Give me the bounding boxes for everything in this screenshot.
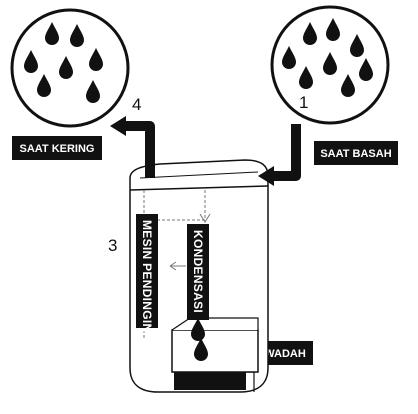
droplet-icon xyxy=(323,52,337,75)
droplet-icon xyxy=(282,46,296,69)
dry-air-arrow xyxy=(110,116,155,178)
droplet-icon xyxy=(59,56,73,79)
label-wet-air: SAAT BASAH xyxy=(314,141,398,165)
droplet-icons-dry xyxy=(24,22,103,103)
droplet-icon xyxy=(24,50,38,73)
internal-arrow-down xyxy=(199,213,211,223)
droplet-icon xyxy=(326,18,340,41)
droplet-icon xyxy=(70,24,84,47)
step-number-1: 1 xyxy=(299,93,308,112)
droplet-icon xyxy=(86,80,100,103)
condensation-label: KONDENSASI xyxy=(191,230,205,313)
condensation-unit: KONDENSASI xyxy=(187,224,209,341)
wet-air-arrow xyxy=(258,124,301,186)
step-number-4: 4 xyxy=(132,95,141,114)
droplet-icon xyxy=(350,34,364,57)
droplet-icon xyxy=(89,48,103,71)
internal-arrow-left xyxy=(169,261,186,271)
dry-air-circle xyxy=(10,8,130,128)
droplet-icon xyxy=(194,338,208,361)
label-dry-air-text: SAAT KERING xyxy=(20,143,95,155)
label-dry-air: SAAT KERING xyxy=(12,136,102,160)
droplet-icon xyxy=(299,66,313,89)
cooling-engine-label: MESIN PENDINGIN xyxy=(140,220,154,333)
wet-air-circle xyxy=(270,5,390,125)
step-number-3: 3 xyxy=(108,236,117,255)
droplet-icon xyxy=(191,318,205,341)
droplet-icon xyxy=(303,22,317,45)
droplet-icons-wet xyxy=(282,18,373,97)
droplet-icon xyxy=(359,58,373,81)
label-container-text: WADAH xyxy=(264,348,306,360)
cooling-engine: MESIN PENDINGIN xyxy=(136,214,158,333)
label-wet-air-text: SAAT BASAH xyxy=(320,148,391,160)
droplet-icon xyxy=(341,74,355,97)
water-container xyxy=(171,317,259,390)
droplet-icon xyxy=(37,74,51,97)
droplet-icon xyxy=(45,22,59,45)
